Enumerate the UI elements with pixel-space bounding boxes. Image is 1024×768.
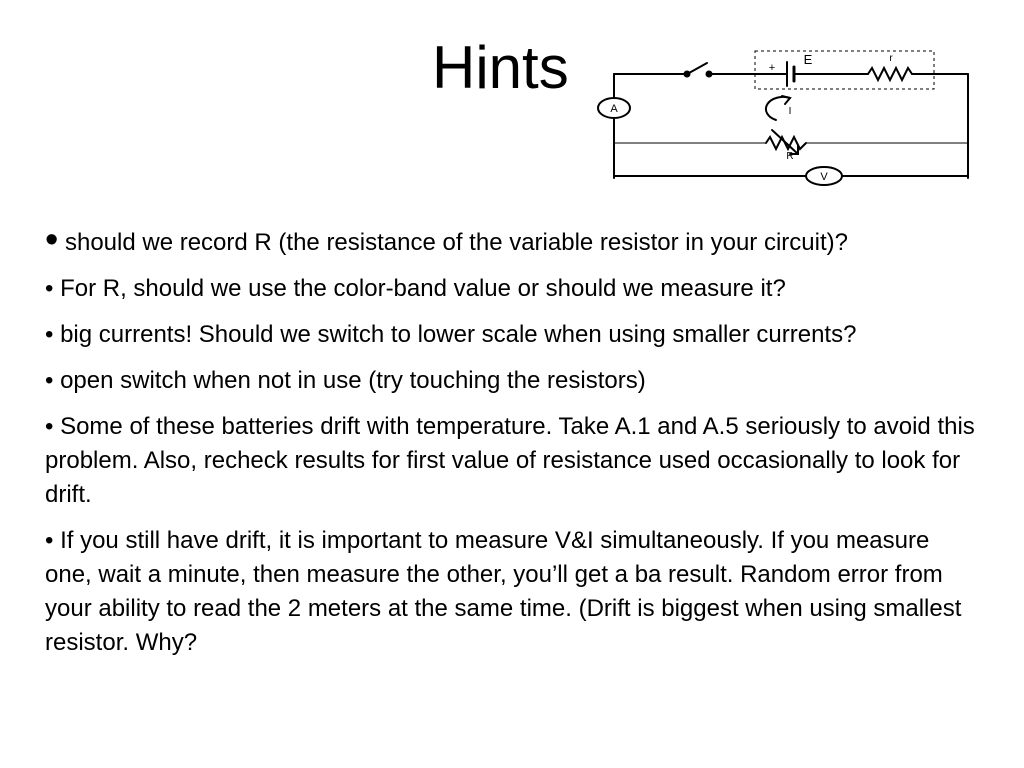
internal-resistor-label: r <box>889 53 893 64</box>
variable-resistor-arrow <box>771 129 799 155</box>
hint-text: should we record R (the resistance of th… <box>58 229 848 256</box>
hint-item: • big currents! Should we switch to lowe… <box>45 318 975 352</box>
source-dashed-box <box>754 50 935 90</box>
battery-plus-label: + <box>769 62 775 74</box>
voltmeter <box>805 166 843 186</box>
bullet-marker: • <box>45 527 54 554</box>
hint-text: open switch when not in use (try touchin… <box>53 367 646 394</box>
variable-resistor-label: R <box>786 151 793 162</box>
current-loop-arrow <box>764 95 791 121</box>
hint-text: If you still have drift, it is important… <box>45 527 962 656</box>
hint-item: • Some of these batteries drift with tem… <box>45 410 975 512</box>
hint-list: • should we record R (the resistance of … <box>45 221 975 672</box>
battery-label: E <box>804 52 813 67</box>
hint-text: Some of these batteries drift with tempe… <box>45 413 975 508</box>
hint-item: • open switch when not in use (try touch… <box>45 364 975 398</box>
hint-item: • For R, should we use the color-band va… <box>45 272 975 306</box>
hint-text: big currents! Should we switch to lower … <box>53 321 857 348</box>
hint-item: • should we record R (the resistance of … <box>45 221 975 260</box>
bullet-marker: • <box>45 275 54 302</box>
slide-title: Hints <box>432 34 569 101</box>
switch-lever <box>688 62 708 74</box>
bullet-marker: • <box>45 367 54 394</box>
hint-text: For R, should we use the color-band valu… <box>53 275 786 302</box>
bullet-marker: • <box>45 219 59 261</box>
current-label: I <box>789 106 792 117</box>
internal-resistor <box>867 65 913 83</box>
hint-item: • If you still have drift, it is importa… <box>45 524 975 660</box>
bullet-marker: • <box>45 413 54 440</box>
circuit-diagram: A V + E r I R <box>597 50 969 186</box>
voltmeter-label: V <box>820 171 828 183</box>
bullet-marker: • <box>45 321 54 348</box>
ammeter-label: A <box>610 103 618 115</box>
ammeter <box>597 97 631 119</box>
